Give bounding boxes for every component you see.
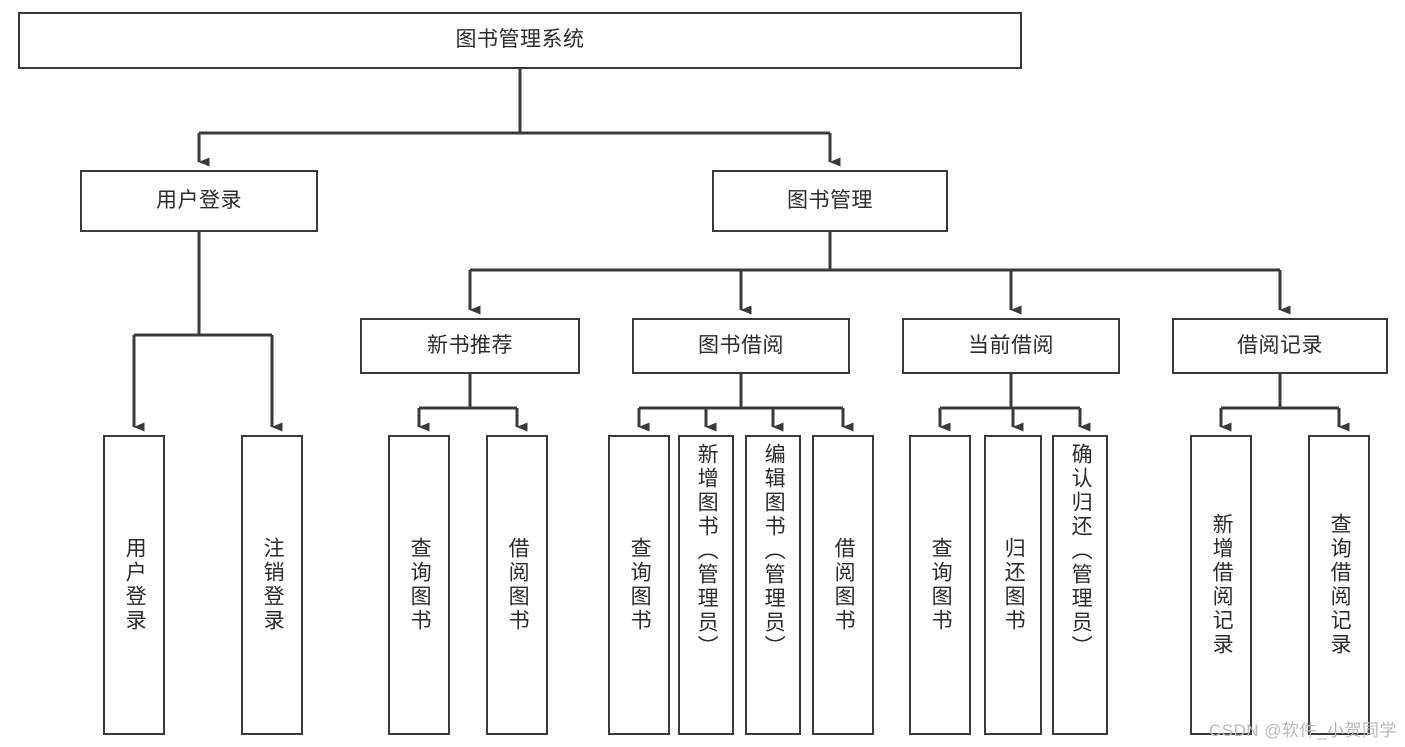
node-new-book-rec-label: 新书推荐: [427, 333, 513, 357]
node-leaf-query-book-borrow[interactable]: 查询图书: [608, 435, 670, 735]
node-new-book-rec[interactable]: 新书推荐: [360, 318, 580, 374]
node-leaf-query-book-borrow-label: 查询图书: [628, 537, 652, 633]
node-leaf-query-book-cur[interactable]: 查询图书: [909, 435, 971, 735]
node-leaf-add-book-label: 新增图书（管理员）: [695, 443, 719, 659]
node-leaf-return-book-label: 归还图书: [1002, 537, 1026, 633]
node-borrow-record[interactable]: 借阅记录: [1172, 318, 1388, 374]
node-leaf-query-record-label: 查询借阅记录: [1328, 513, 1352, 657]
node-leaf-borrow-book-rec-label: 借阅图书: [506, 537, 530, 633]
node-leaf-user-login[interactable]: 用户登录: [103, 435, 165, 735]
node-leaf-user-login-label: 用户登录: [123, 537, 147, 633]
node-leaf-confirm-return[interactable]: 确认归还（管理员）: [1052, 435, 1108, 735]
node-root[interactable]: 图书管理系统: [18, 12, 1022, 69]
node-current-borrow-label: 当前借阅: [968, 333, 1054, 357]
node-leaf-add-record[interactable]: 新增借阅记录: [1190, 435, 1252, 735]
node-book-borrow-label: 图书借阅: [698, 333, 784, 357]
node-leaf-return-book[interactable]: 归还图书: [984, 435, 1042, 735]
node-borrow-record-label: 借阅记录: [1237, 333, 1323, 357]
node-root-label: 图书管理系统: [455, 28, 585, 52]
node-leaf-edit-book-label: 编辑图书（管理员）: [762, 443, 786, 659]
node-leaf-query-book-cur-label: 查询图书: [929, 537, 953, 633]
node-leaf-logout[interactable]: 注销登录: [241, 435, 303, 735]
node-book-manage-label: 图书管理: [787, 188, 873, 212]
node-leaf-query-book-rec-label: 查询图书: [408, 537, 432, 633]
node-user-login-label: 用户登录: [156, 188, 242, 212]
node-current-borrow[interactable]: 当前借阅: [902, 318, 1120, 374]
node-leaf-borrow-book[interactable]: 借阅图书: [812, 435, 874, 735]
node-leaf-edit-book[interactable]: 编辑图书（管理员）: [745, 435, 801, 735]
node-leaf-confirm-return-label: 确认归还（管理员）: [1069, 443, 1093, 659]
node-leaf-borrow-book-label: 借阅图书: [832, 537, 856, 633]
node-leaf-query-record[interactable]: 查询借阅记录: [1308, 435, 1370, 735]
node-user-login[interactable]: 用户登录: [80, 170, 318, 232]
watermark-text: CSDN @软件_小贺同学: [1208, 721, 1397, 740]
node-book-borrow[interactable]: 图书借阅: [632, 318, 850, 374]
node-book-manage[interactable]: 图书管理: [712, 170, 948, 232]
node-leaf-logout-label: 注销登录: [261, 537, 285, 633]
node-leaf-borrow-book-rec[interactable]: 借阅图书: [486, 435, 548, 735]
node-leaf-add-book[interactable]: 新增图书（管理员）: [678, 435, 734, 735]
node-leaf-query-book-rec[interactable]: 查询图书: [388, 435, 450, 735]
node-leaf-add-record-label: 新增借阅记录: [1210, 513, 1234, 657]
